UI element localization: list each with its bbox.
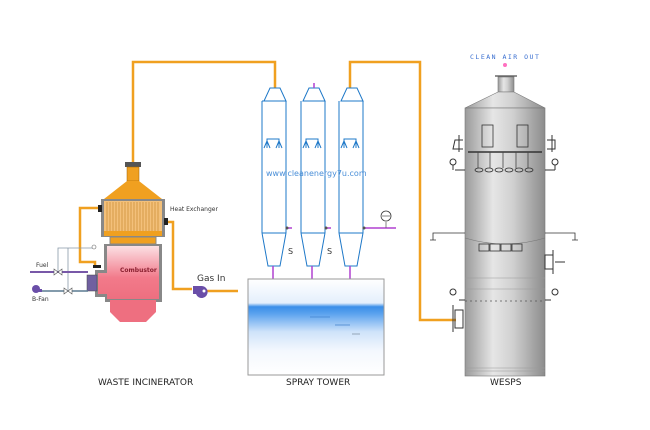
bfan-valve [63,287,73,295]
wesps-top-cone [464,91,546,109]
incinerator-hood [104,181,162,199]
heat-exchanger-label: Heat Exchanger [170,206,218,213]
spray-towers [261,87,364,267]
wesps-body [464,107,546,377]
incinerator-chimney [126,166,140,182]
spray-tank [247,278,385,376]
spray-tower-3 [338,87,364,267]
gas-in-label: Gas In [197,274,226,284]
fuel-label: Fuel [36,262,49,269]
hx-valve-left [98,205,102,212]
wesps-unit [430,63,578,377]
gas-in-fan-icon [193,286,208,298]
heat-exchanger-base [109,236,157,245]
s-label-2: S [327,247,333,256]
spray-tower-label: SPRAY TOWER [286,378,351,388]
spray-tower-1 [261,87,287,267]
pressure-gauge-icon [380,210,392,228]
bfan-label: B-Fan [32,296,49,303]
pipe-incinerator-to-tower1 [131,60,277,163]
pipe-tower3-to-wesps [348,60,456,322]
pipe-heat-exchanger-to-fan [166,220,192,291]
bfan-blower-icon [32,285,42,293]
combustor-body [98,246,159,299]
burner [86,274,98,292]
combustor-label: Combustor [120,267,157,274]
s-label-1: S [288,247,294,256]
purple-lines [272,83,396,279]
watermark-text: www.cleanenergy7u.com [266,169,367,178]
tower-side-valves [285,226,366,230]
spray-tower-2 [300,87,326,267]
heat-exchanger-tubes [106,202,159,234]
wesps-label: WESPS [490,378,522,388]
combustor-top-valve [93,265,101,268]
control-lines [57,247,93,290]
control-gauge [91,244,97,250]
combustor-hopper [110,300,156,322]
waste-incinerator [30,162,168,322]
gas-pipes [78,60,456,322]
waste-incinerator-label: WASTE INCINERATOR [98,378,194,388]
wesps-neck [497,76,515,93]
hx-valve-right [164,218,168,225]
incinerator-chimney-cap [125,162,141,167]
clean-air-out-label: CLEAN AIR OUT [470,53,541,61]
pipe-heat-exchanger-loop [78,206,100,268]
clean-air-outlet-marker [503,63,507,67]
fuel-valve [53,268,63,276]
